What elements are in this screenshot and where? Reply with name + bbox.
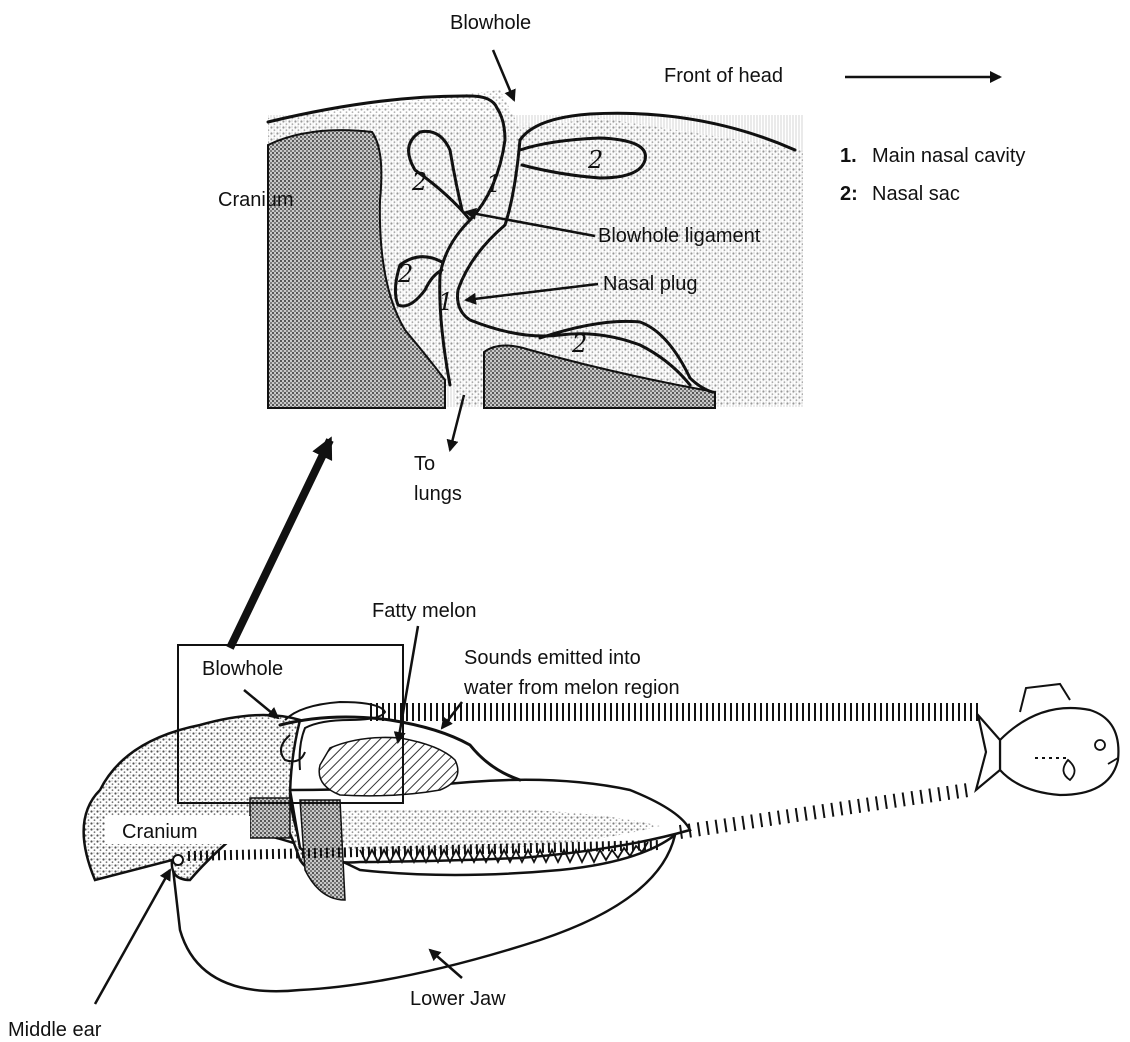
nasal-plug-label: Nasal plug <box>603 273 698 295</box>
marker-main-cavity-upper: 1 <box>486 170 501 198</box>
head-blowhole-label: Blowhole <box>202 658 283 680</box>
blowhole-ligament-label: Blowhole ligament <box>598 225 761 247</box>
marker-nasal-sac-upper-right: 2 <box>587 146 603 174</box>
sounds-label-line2: water from melon region <box>463 677 680 699</box>
marker-nasal-sac-lower-left: 2 <box>397 260 413 288</box>
marker-nasal-sac-upper-left: 2 <box>411 168 427 196</box>
head-blowhole-arrow <box>244 690 278 718</box>
legend-text-2: Nasal sac <box>872 183 960 205</box>
legend-text-1: Main nasal cavity <box>872 145 1025 167</box>
lower-jaw-label: Lower Jaw <box>410 988 506 1010</box>
nasal-detail-drawing: 1 1 2 2 2 2 <box>268 90 803 408</box>
middle-ear-notch <box>173 855 183 865</box>
zoom-arrow <box>230 440 330 648</box>
fish-tail <box>976 715 1000 790</box>
middle-ear-arrow <box>95 870 170 1004</box>
legend-number-2: 2: <box>840 183 858 205</box>
head-cranium-label: Cranium <box>122 821 198 843</box>
marker-nasal-sac-lower-right: 2 <box>571 330 587 358</box>
legend-number-1: 1. <box>840 145 857 167</box>
front-of-head-label: Front of head <box>664 65 783 87</box>
legend: 1. Main nasal cavity 2: Nasal sac <box>840 145 1025 205</box>
middle-ear-label: Middle ear <box>8 1019 102 1041</box>
fatty-melon-label: Fatty melon <box>372 600 476 622</box>
echo-beam-returning <box>680 790 968 832</box>
fish-body <box>1000 708 1118 795</box>
marker-main-cavity-lower: 1 <box>438 288 453 316</box>
fatty-melon-shape <box>319 737 458 795</box>
detail-blowhole-label: Blowhole <box>450 12 531 34</box>
detail-cranium-label: Cranium <box>218 189 294 211</box>
to-lungs-label-line1: To <box>414 453 435 475</box>
fish-eye <box>1095 740 1105 750</box>
to-lungs-label-line2: lungs <box>414 483 462 505</box>
fish <box>976 684 1118 795</box>
sounds-arrow <box>442 702 462 728</box>
sounds-label-line1: Sounds emitted into <box>464 647 641 669</box>
